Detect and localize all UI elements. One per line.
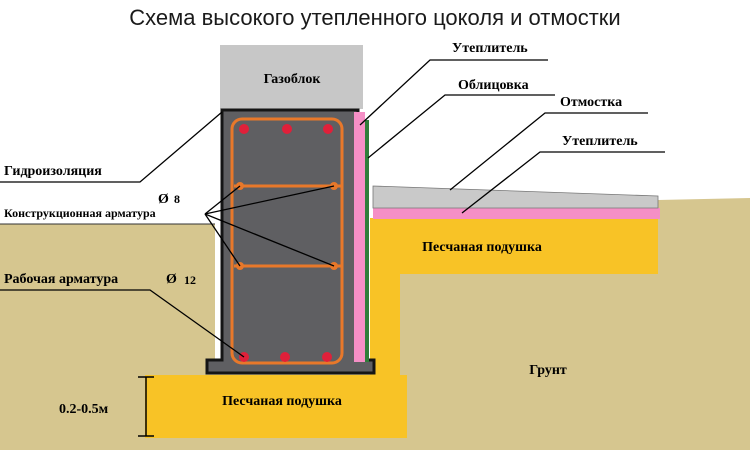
label-diam12-value: 12 [184,273,196,287]
leader-konstr-4 [204,213,335,267]
leader-utepl-otm [461,151,665,214]
label-diam8-value: 8 [174,192,180,206]
label-konstr-arm: Конструкционная арматура [4,206,156,220]
rebar-dot [282,124,292,134]
label-diam12-symbol: Ø [166,272,177,287]
otmostka-slab [372,185,659,209]
plinth-insulation [354,112,365,362]
diagram-title: Схема высокого утепленного цоколя и отмо… [129,5,620,30]
leader-utepl-top [359,59,548,126]
rebar-dot [239,124,249,134]
label-diam8-symbol: Ø [158,192,169,207]
upper-sand-cushion [400,218,658,274]
leader-konstr-1 [204,185,241,215]
label-oblicovka: Облицовка [458,78,529,93]
sand-strip [370,218,400,375]
label-pesch-upper: Песчаная подушка [422,240,542,255]
label-utepl-top: Утеплитель [452,41,528,56]
label-gazoblok: Газоблок [264,72,322,87]
label-utepl-otm: Утеплитель [562,134,638,149]
label-otmostka: Отмостка [560,95,622,110]
leader-gidroizol [0,111,223,183]
cladding [365,120,369,362]
lower-sand-cushion [145,375,407,438]
rebar-dot [280,352,290,362]
label-rabochaya: Рабочая арматура [4,272,118,287]
label-gidroizol: Гидроизоляция [4,164,102,179]
leader-otmostka [449,112,648,191]
label-pesch-lower: Песчаная подушка [222,394,342,409]
leader-konstr-2 [204,185,335,215]
rebar-dot [323,124,333,134]
leader-konstr-3 [204,213,241,267]
otmostka-insulation [373,208,660,219]
label-grunt: Грунт [529,363,567,378]
leader-oblicovka [367,94,555,159]
label-depth: 0.2-0.5м [59,402,109,417]
rebar-cage [230,117,344,365]
gas-block [220,45,363,109]
rebar-dot [322,352,332,362]
leader-rabochaya [0,289,245,358]
